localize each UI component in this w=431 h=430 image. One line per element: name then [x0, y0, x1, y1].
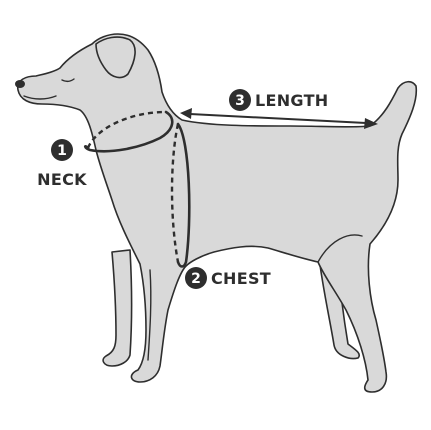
- chest-strap-back: [170, 123, 180, 263]
- dog-eye: [61, 78, 75, 83]
- dog-silhouette: [16, 33, 418, 393]
- neck-label: NECK: [37, 170, 87, 189]
- chest-label: CHEST: [211, 269, 271, 288]
- front-leg-far: [102, 249, 133, 367]
- neck-strap-back: [86, 110, 167, 149]
- front-leg-line: [147, 269, 152, 361]
- neck-strap-front: [83, 110, 174, 153]
- neck-badge-number: 1: [57, 143, 67, 159]
- dog-mouth: [23, 95, 57, 100]
- chest-badge-number: 2: [191, 271, 201, 287]
- length-badge: [229, 89, 251, 111]
- length-badge-number: 3: [235, 93, 245, 109]
- chest-badge: [185, 267, 207, 289]
- dog-nose: [15, 80, 25, 88]
- length-arrow-head-left: [180, 108, 192, 119]
- dog-ear: [95, 36, 136, 79]
- neck-badge: [51, 139, 73, 161]
- length-label: LENGTH: [255, 91, 328, 110]
- neck-label-group: 1 NECK: [37, 139, 87, 189]
- length-arrow-line: [189, 113, 367, 124]
- chest-strap-front: [176, 122, 191, 268]
- chest-label-group: 2 CHEST: [185, 267, 271, 289]
- length-label-group: 3 LENGTH: [229, 89, 328, 111]
- hind-thigh-line: [317, 234, 363, 263]
- length-arrow-head-right: [364, 118, 378, 129]
